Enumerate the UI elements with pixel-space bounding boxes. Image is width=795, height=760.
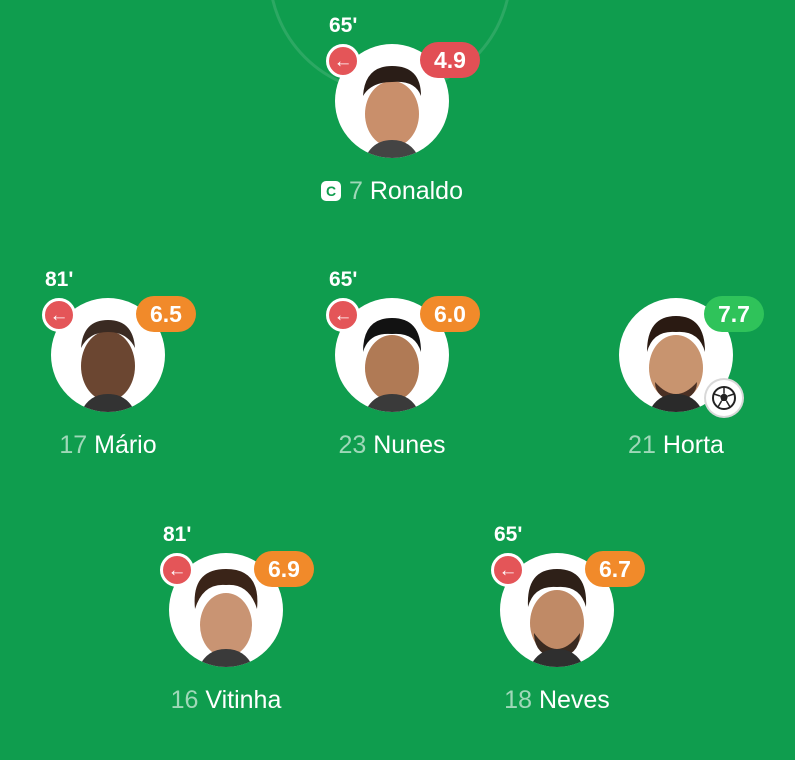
player-name: Horta <box>662 431 724 459</box>
player-name: Neves <box>538 686 610 714</box>
player-number: 16 <box>170 686 199 714</box>
player-name: Ronaldo <box>369 177 463 205</box>
substitution-minute: 81' <box>45 268 74 291</box>
player-number: 21 <box>628 431 656 459</box>
substitution-minute: 65' <box>329 14 358 37</box>
player-name: Mário <box>94 431 157 459</box>
player-name-label: 18 Neves <box>407 686 707 715</box>
player-name-label: 16 Vitinha <box>76 686 376 715</box>
player-rating-badge: 4.9 <box>420 42 480 78</box>
player-number: 17 <box>59 431 88 459</box>
player-name: Vitinha <box>205 686 282 714</box>
player-rating-badge: 7.7 <box>704 296 764 332</box>
player-photo <box>500 553 614 667</box>
player-name: Nunes <box>373 431 446 459</box>
substitution-off-icon: ← <box>42 298 76 332</box>
substitution-off-icon: ← <box>491 553 525 587</box>
captain-icon: C <box>321 181 341 201</box>
substitution-minute: 65' <box>494 523 523 546</box>
substitution-minute: 81' <box>163 523 192 546</box>
player-rating-badge: 6.7 <box>585 551 645 587</box>
player-number: 7 <box>349 177 363 205</box>
player-number: 23 <box>338 431 367 459</box>
player-name-label: 21 Horta <box>526 431 795 460</box>
substitution-minute: 65' <box>329 268 358 291</box>
substitution-off-icon: ← <box>326 298 360 332</box>
player-rating-badge: 6.5 <box>136 296 196 332</box>
substitution-off-icon: ← <box>160 553 194 587</box>
player-rating-badge: 6.9 <box>254 551 314 587</box>
player-photo <box>335 44 449 158</box>
player-name-label: 17 Mário <box>0 431 258 460</box>
substitution-off-icon: ← <box>326 44 360 78</box>
player-number: 18 <box>504 686 532 714</box>
player-name-label: 23 Nunes <box>242 431 542 460</box>
football-icon <box>706 380 742 416</box>
player-rating-badge: 6.0 <box>420 296 480 332</box>
